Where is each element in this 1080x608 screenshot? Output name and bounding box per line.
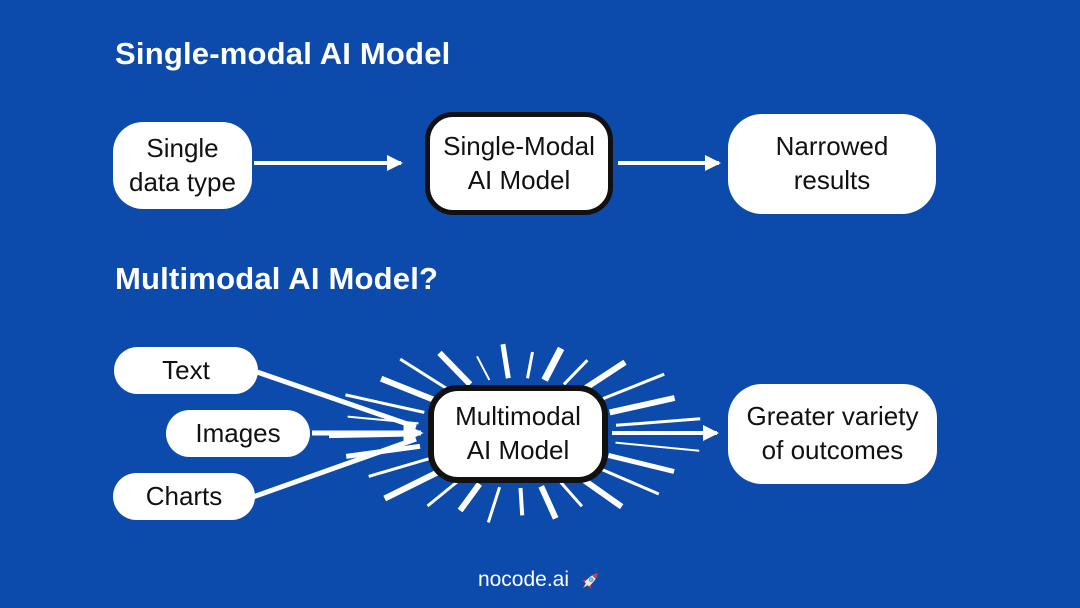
footer: nocode.ai (0, 568, 1080, 592)
brand-text: nocode.ai (477, 568, 570, 591)
node-label-line: Images (195, 417, 281, 448)
node-label-line: Single (146, 132, 219, 163)
node-label-line: Greater variety (746, 401, 919, 432)
node-label-line: Text (162, 354, 210, 385)
rocket-icon (578, 569, 602, 593)
node-label-line: data type (129, 166, 236, 197)
node-greater-variety-outcomes: Greater variety of outcomes (728, 384, 937, 484)
node-label-line: of outcomes (761, 435, 904, 465)
node-label-line: Charts (145, 480, 223, 511)
connector-charts-to-multimodal (252, 436, 417, 500)
starburst-rays (329, 343, 701, 523)
node-input-charts: Charts (113, 473, 255, 520)
node-input-text: Text (114, 347, 258, 394)
node-label-line: Single-Modal (443, 130, 595, 161)
node-single-modal-ai-model: Single-Modal AI Model (425, 112, 613, 215)
node-narrowed-results: Narrowed results (728, 114, 936, 214)
node-label-line: Multimodal (455, 401, 581, 432)
section-title-multimodal: Multimodal AI Model? (115, 261, 439, 296)
node-multimodal-ai-model: Multimodal AI Model (428, 385, 608, 483)
node-single-data-type: Single data type (113, 122, 252, 209)
node-label-line: AI Model (466, 435, 570, 465)
node-label-line: results (793, 165, 871, 195)
section-title-single-modal: Single-modal AI Model (115, 36, 451, 71)
node-label-line: AI Model (467, 164, 571, 195)
node-label-line: Narrowed (775, 131, 889, 162)
node-input-images: Images (166, 410, 310, 457)
connector-text-to-multimodal (256, 369, 417, 430)
